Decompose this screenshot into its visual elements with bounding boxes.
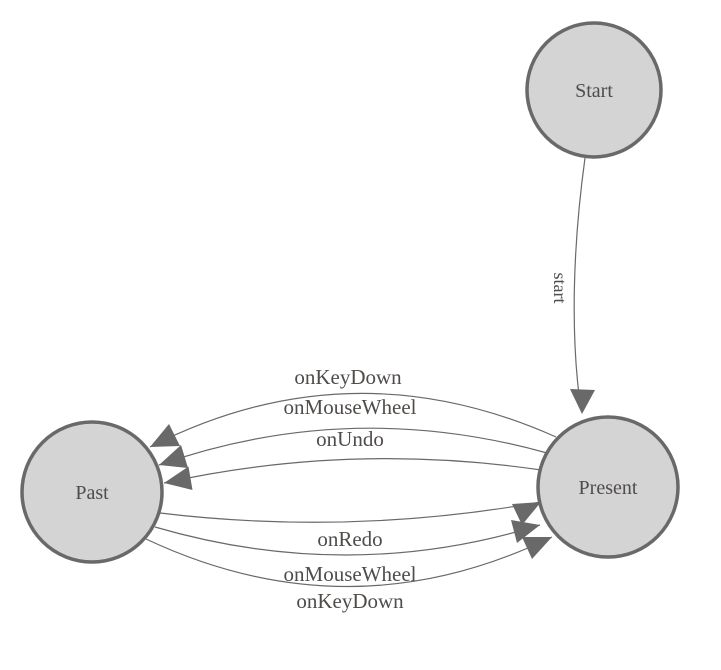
arrowhead-icon (522, 537, 552, 559)
present-node-label: Present (579, 477, 638, 499)
past-node-circle (20, 420, 164, 564)
state-node-start: Start (525, 21, 663, 159)
edge-line (154, 524, 541, 556)
edge-line (145, 536, 553, 588)
edge-line (149, 392, 557, 448)
edge-present-to-past-onundo: onUndo (163, 427, 542, 490)
edge-past-to-present-onredo: onRedo (159, 501, 542, 551)
edge-present-to-past-onkeydown: onKeyDown (149, 365, 557, 448)
edge-past-to-present-onkeydown: onKeyDown (145, 536, 553, 613)
edge-label-start: start (550, 273, 570, 304)
past-node-label: Past (75, 482, 109, 504)
edge-label-onkeydown-top: onKeyDown (294, 365, 402, 389)
start-node-circle (525, 21, 663, 159)
arrowhead-icon (512, 502, 541, 525)
arrowhead-icon (511, 520, 540, 543)
arrowhead-icon (164, 466, 193, 490)
edge-label-onredo: onRedo (317, 527, 382, 551)
start-node-label: Start (575, 80, 613, 102)
state-node-present: Present (536, 415, 680, 559)
edge-past-to-present-onmousewheel: onMouseWheel (154, 520, 541, 586)
edge-line (573, 157, 586, 411)
edge-label-onmousewheel-top: onMouseWheel (284, 395, 417, 419)
edge-label-onkeydown-bottom: onKeyDown (296, 589, 404, 613)
arrowhead-icon (570, 389, 595, 414)
arrowhead-icon (150, 424, 180, 447)
edge-line (163, 458, 542, 484)
present-node-circle (536, 415, 680, 559)
edge-label-onundo: onUndo (316, 427, 384, 451)
state-node-past: Past (20, 420, 164, 564)
arrowhead-icon (159, 445, 188, 468)
edge-start-to-present: start (550, 157, 595, 414)
edge-line (158, 427, 548, 466)
edge-label-onmousewheel-bottom: onMouseWheel (284, 562, 417, 586)
edge-present-to-past-onmousewheel: onMouseWheel (158, 395, 548, 468)
edge-line (159, 501, 542, 523)
